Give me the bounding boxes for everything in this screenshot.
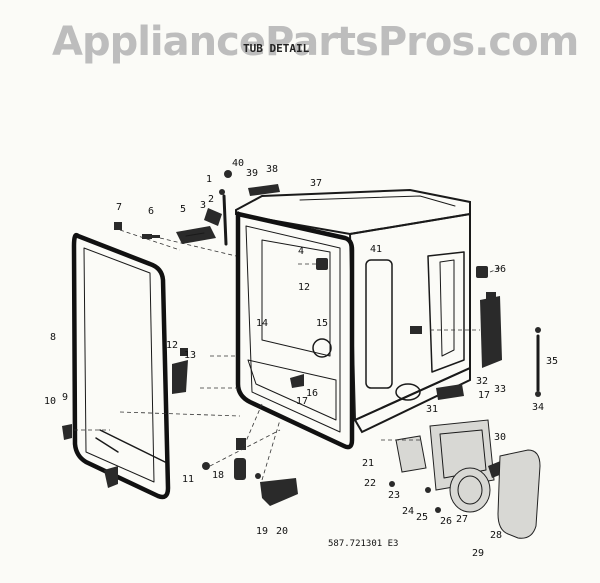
callout-31: 31	[426, 404, 438, 415]
callout-33: 33	[494, 384, 506, 395]
screw-6	[142, 234, 160, 239]
bracket-17b	[436, 384, 464, 400]
callout-2: 2	[208, 194, 214, 205]
callout-29: 29	[472, 548, 484, 559]
pump-assembly	[389, 419, 541, 539]
callout-4: 4	[298, 246, 304, 257]
callout-41: 41	[370, 244, 382, 255]
callout-27: 27	[456, 514, 468, 525]
callout-23: 23	[388, 490, 400, 501]
clip-7	[114, 222, 122, 230]
callout-30: 30	[494, 432, 506, 443]
clip-18	[234, 438, 246, 480]
callout-1: 1	[206, 174, 212, 185]
bracket-19-20	[255, 473, 298, 506]
callout-10: 10	[44, 396, 56, 407]
callout-12-upper: 12	[298, 282, 310, 293]
callout-7: 7	[116, 202, 122, 213]
clip-10	[62, 424, 72, 440]
callout-37: 37	[310, 178, 322, 189]
callout-35: 35	[546, 356, 558, 367]
callout-18: 18	[212, 470, 224, 481]
callout-19: 19	[256, 526, 268, 537]
callout-32: 32	[476, 376, 488, 387]
callout-16: 16	[306, 388, 318, 399]
watermark: AppliancePartsPros.com	[52, 19, 578, 65]
bracket-38-39	[248, 184, 280, 196]
callout-40: 40	[232, 158, 244, 169]
callout-36: 36	[494, 264, 506, 275]
bracket-2	[204, 208, 222, 226]
callout-25: 25	[416, 512, 428, 523]
clip-36	[476, 266, 488, 278]
callout-24: 24	[402, 506, 414, 517]
callout-34: 34	[532, 402, 544, 413]
callout-21: 21	[362, 458, 374, 469]
callouts: 40 1 39 38 37 2 3 5 6 7 41 4 12 36 14 15…	[44, 158, 558, 559]
callout-9: 9	[62, 392, 68, 403]
hose-3	[222, 194, 228, 246]
callout-5: 5	[180, 204, 186, 215]
callout-6: 6	[148, 206, 154, 217]
callout-17-left: 17	[296, 396, 308, 407]
callout-14: 14	[256, 318, 268, 329]
tub-body	[235, 188, 471, 450]
callout-39: 39	[246, 168, 258, 179]
spray-arm-32-33	[480, 292, 502, 368]
bracket-16	[290, 374, 304, 388]
door-gasket-frame	[71, 232, 171, 500]
callout-15: 15	[316, 318, 328, 329]
hinge-bracket-5	[176, 226, 216, 244]
clip-4	[316, 258, 328, 270]
diagram-header: TUB DETAIL	[243, 42, 310, 55]
nut-1-40	[219, 170, 232, 195]
bracket-lower-left	[104, 466, 118, 488]
callout-38: 38	[266, 164, 278, 175]
callout-8: 8	[50, 332, 56, 343]
clip-11	[202, 462, 210, 470]
callout-13: 13	[184, 350, 196, 361]
callout-20: 20	[276, 526, 288, 537]
leader-lines	[74, 229, 501, 481]
tube-35	[535, 327, 541, 397]
bracket-13	[172, 348, 188, 394]
callout-3: 3	[200, 200, 206, 211]
callout-12-left: 12	[166, 340, 178, 351]
callout-28: 28	[490, 530, 502, 541]
callout-11: 11	[182, 474, 194, 485]
clip-12-left	[410, 326, 422, 334]
callout-26: 26	[440, 516, 452, 527]
reference-number: 587.721301 E3	[328, 539, 398, 549]
callout-22: 22	[364, 478, 376, 489]
callout-17-right: 17	[478, 390, 490, 401]
